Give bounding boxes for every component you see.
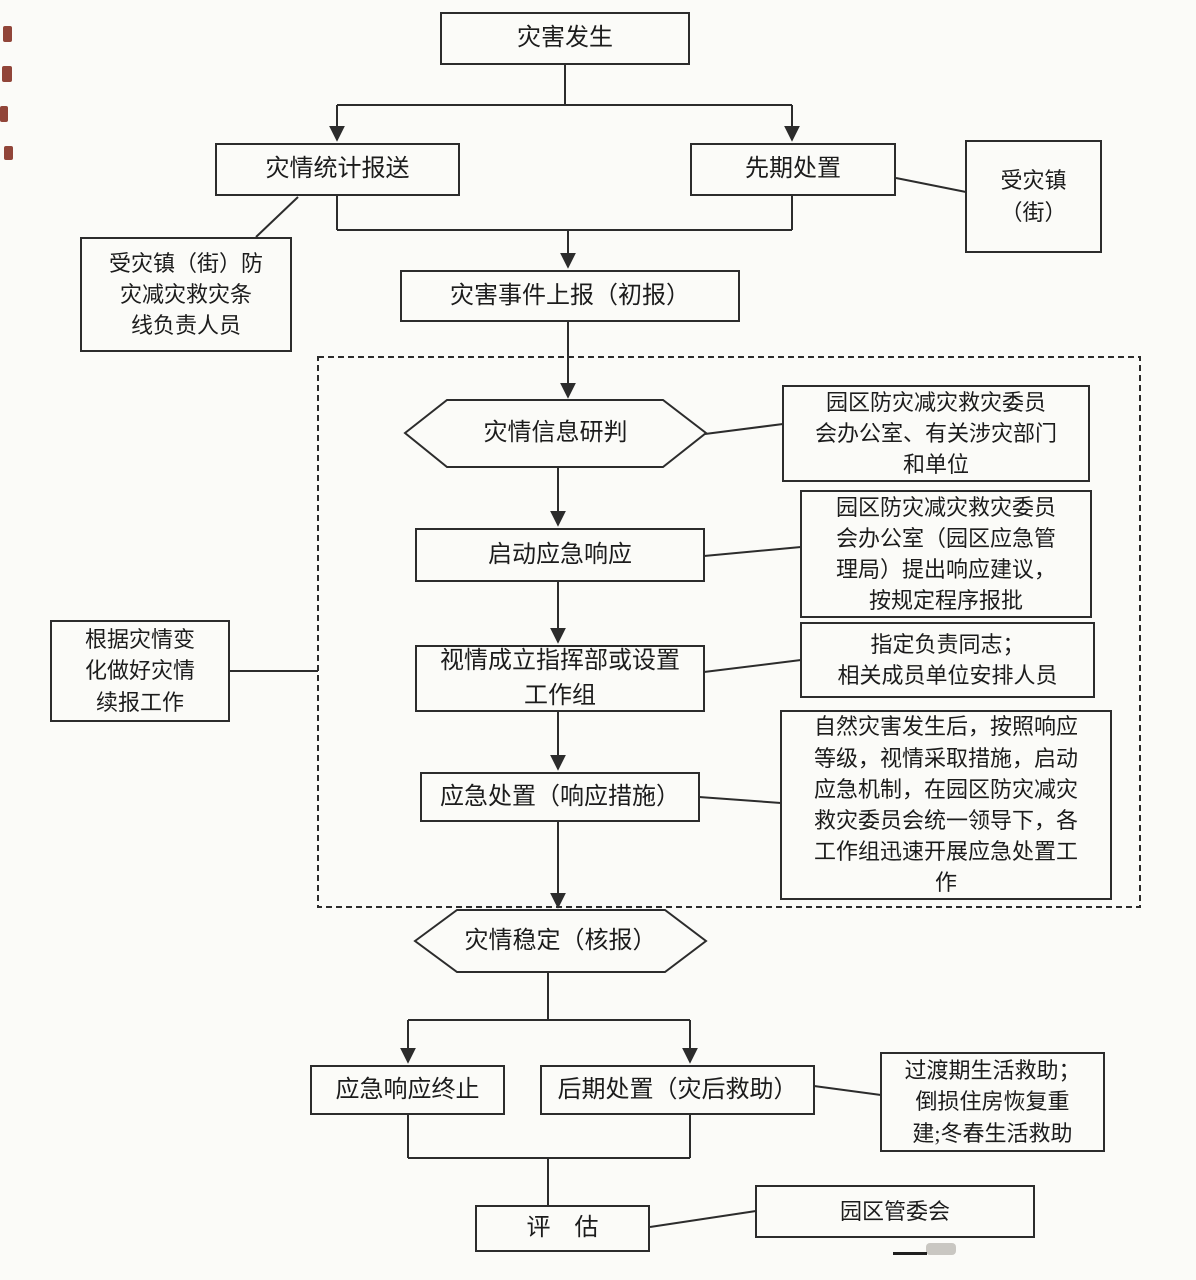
node-emergency-disposal: 应急处置（响应措施） — [420, 772, 700, 822]
node-setup-command: 视情成立指挥部或设置 工作组 — [415, 645, 705, 712]
callout-relief-note: 过渡期生活救助； 倒损住房恢复重 建;冬春生活救助 — [880, 1052, 1105, 1152]
callout-line-staff: 受灾镇（街）防 灾减灾救灾条 线负责人员 — [80, 237, 292, 352]
node-situation-stable: 灾情稳定（核报） — [464, 927, 657, 954]
callout-disposal-note: 自然灾害发生后，按照响应 等级，视情采取措施，启动 应急机制，在园区防灾减灾 救… — [780, 710, 1112, 900]
node-evaluation: 评 估 — [475, 1205, 650, 1252]
callout-affected-town: 受灾镇 （街） — [965, 140, 1102, 253]
hexagon-situation-stable — [413, 909, 708, 973]
scan-artifact — [3, 26, 12, 42]
dashed-region-border — [317, 356, 1141, 908]
node-response-end: 应急响应终止 — [310, 1065, 505, 1115]
node-later-disposal: 后期处置（灾后救助） — [540, 1065, 815, 1115]
callout-continued-report: 根据灾情变 化做好灾情 续报工作 — [50, 620, 230, 722]
callout-committee: 园区管委会 — [755, 1185, 1035, 1238]
node-event-report: 灾害事件上报（初报） — [400, 270, 740, 322]
node-start-response: 启动应急响应 — [415, 528, 705, 582]
scan-artifact — [893, 1252, 927, 1255]
node-stats-report: 灾情统计报送 — [215, 143, 460, 196]
scan-artifact — [4, 146, 13, 160]
callout-assign-staff: 指定负责同志； 相关成员单位安排人员 — [800, 622, 1095, 698]
callout-analysis-org: 园区防灾减灾救灾委员 会办公室、有关涉灾部门 和单位 — [782, 385, 1090, 482]
node-initial-disposal: 先期处置 — [690, 143, 896, 196]
node-disaster-occurs: 灾害发生 — [440, 12, 690, 65]
scan-artifact — [926, 1243, 956, 1255]
node-info-analysis: 灾情信息研判 — [483, 420, 628, 447]
callout-response-org: 园区防灾减灾救灾委员 会办公室（园区应急管 理局）提出响应建议， 按规定程序报批 — [800, 490, 1092, 618]
scan-artifact — [0, 106, 8, 122]
scan-artifact — [2, 66, 12, 82]
